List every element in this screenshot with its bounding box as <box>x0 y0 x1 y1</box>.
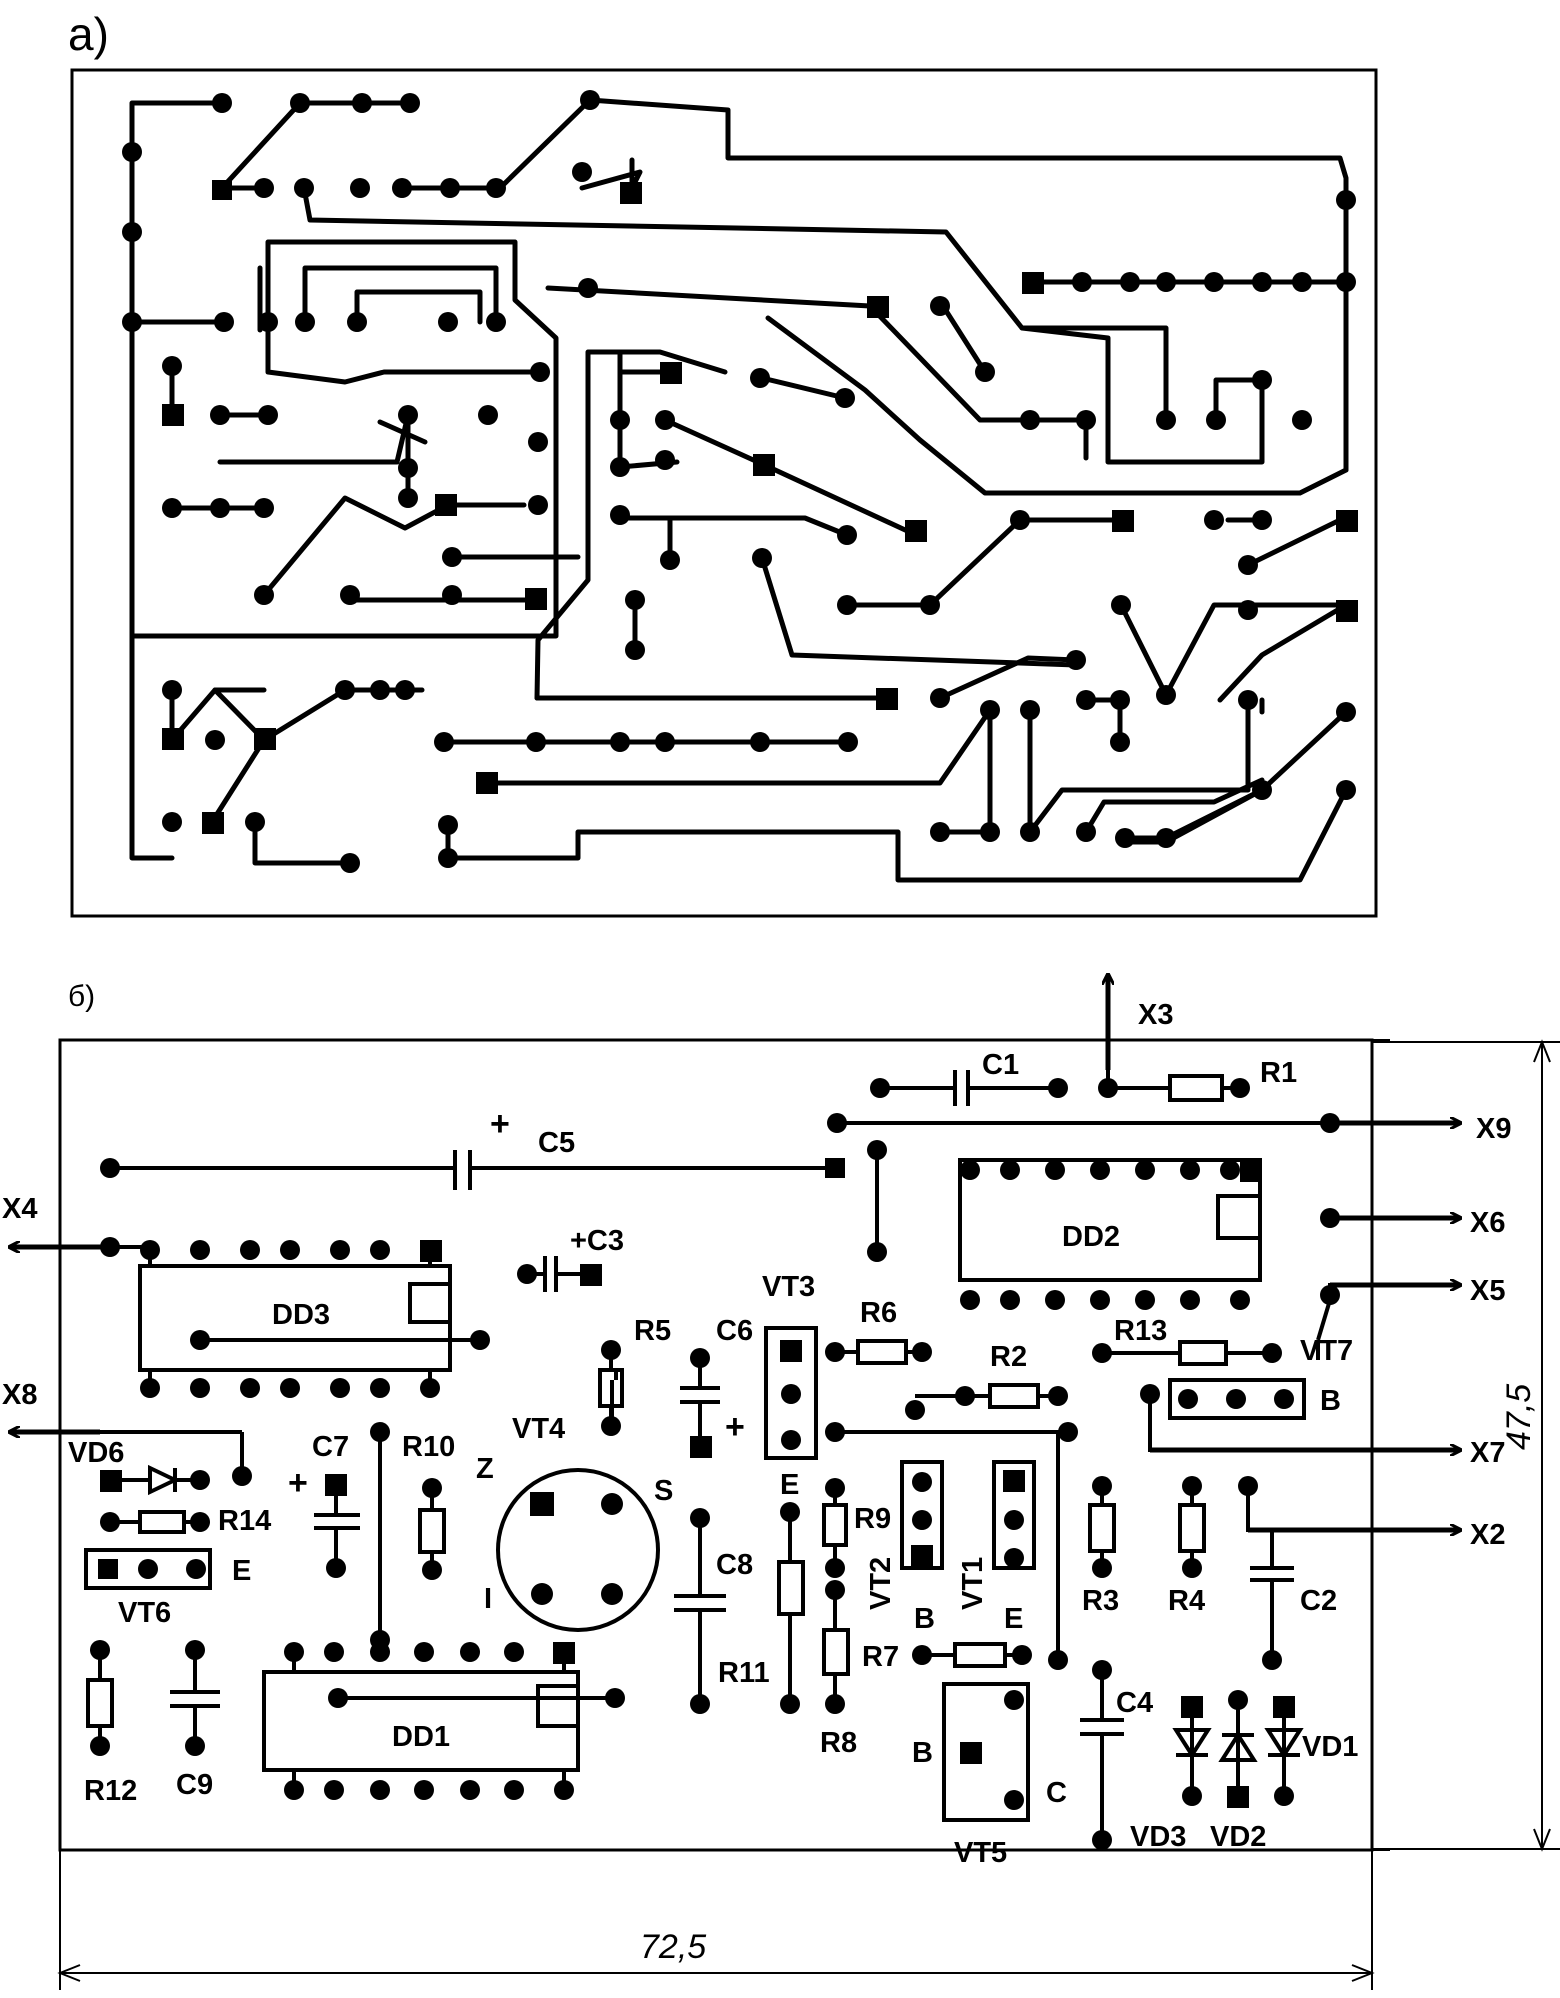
label-c9: C9 <box>176 1769 213 1801</box>
label-r4: R4 <box>1168 1585 1205 1617</box>
label-r9: R9 <box>854 1503 891 1535</box>
label-vd3: VD3 <box>1130 1821 1186 1853</box>
connector-x7: X7 <box>1470 1437 1505 1469</box>
panel-a-label: а) <box>68 8 109 60</box>
label-c4: C4 <box>1116 1687 1153 1719</box>
label-c7: C7 <box>312 1431 349 1463</box>
label-r6: R6 <box>860 1297 897 1329</box>
label-r11: R11 <box>718 1657 770 1689</box>
label-vt5-b: B <box>912 1737 933 1769</box>
board-outline-b <box>58 1038 1374 1852</box>
label-r8: R8 <box>820 1727 857 1759</box>
label-r7: R7 <box>862 1641 899 1673</box>
label-dd1: DD1 <box>392 1721 450 1753</box>
label-r3: R3 <box>1082 1585 1119 1617</box>
label-r2: R2 <box>990 1341 1027 1373</box>
label-vt5-c: C <box>1046 1777 1067 1809</box>
connector-arrows <box>10 975 1460 1530</box>
label-c7-plus: + <box>288 1464 308 1502</box>
label-vt4-s: S <box>654 1475 673 1507</box>
connector-x3: X3 <box>1138 999 1173 1031</box>
label-vt7-b: B <box>1320 1385 1341 1417</box>
connector-x5: X5 <box>1470 1275 1505 1307</box>
connector-x8: X8 <box>2 1379 37 1411</box>
label-r5: R5 <box>634 1315 671 1347</box>
dimension-height: 47,5 <box>1500 1384 1538 1450</box>
label-c6-plus: + <box>725 1408 745 1446</box>
label-vt1-e: E <box>1004 1603 1023 1635</box>
label-c5-plus: + <box>490 1105 510 1143</box>
component-pads <box>90 1078 1340 1850</box>
dimension-lines <box>57 1039 1560 1990</box>
label-vt2-b: B <box>914 1603 935 1635</box>
label-vt7: VT7 <box>1300 1335 1353 1367</box>
label-dd3: DD3 <box>272 1299 330 1331</box>
label-c6: C6 <box>716 1315 753 1347</box>
label-vt1: VT1 <box>957 1557 989 1610</box>
board-outline-a <box>70 68 1378 918</box>
label-c3: +C3 <box>570 1225 624 1257</box>
label-vt6: VT6 <box>118 1597 171 1629</box>
connector-x4: X4 <box>2 1193 37 1225</box>
label-vd1: VD1 <box>1302 1731 1358 1763</box>
label-r1: R1 <box>1260 1057 1297 1089</box>
connector-x2: X2 <box>1470 1519 1505 1551</box>
label-c1: C1 <box>982 1049 1019 1081</box>
panel-b-label: б) <box>68 980 95 1013</box>
label-vt6-e: E <box>232 1555 251 1587</box>
label-vt5: VT5 <box>954 1837 1007 1869</box>
label-vd2: VD2 <box>1210 1821 1266 1853</box>
label-r14: R14 <box>218 1505 271 1537</box>
label-r13: R13 <box>1114 1315 1167 1347</box>
component-labels: C1 R1 + C5 DD2 +C3 DD3 VT3 R6 R5 C6 R2 R… <box>68 1049 1358 1869</box>
label-c8: C8 <box>716 1549 753 1581</box>
label-c5: C5 <box>538 1127 575 1159</box>
label-c2: C2 <box>1300 1585 1337 1617</box>
diode-symbols <box>1172 1728 1304 1762</box>
label-vt4-i: I <box>484 1583 492 1615</box>
label-vd6: VD6 <box>68 1437 124 1469</box>
label-r12: R12 <box>84 1775 137 1807</box>
label-vt4-z: Z <box>476 1453 494 1485</box>
connector-labels: X3 X9 X6 X5 X7 X2 X4 X8 <box>2 999 1511 1551</box>
connector-x6: X6 <box>1470 1207 1505 1239</box>
connector-x9: X9 <box>1476 1113 1511 1145</box>
label-vt2: VT2 <box>865 1557 897 1610</box>
copper-traces <box>129 97 1349 883</box>
label-vt4: VT4 <box>512 1413 565 1445</box>
label-dd2: DD2 <box>1062 1221 1120 1253</box>
label-vt3-e: E <box>780 1469 799 1501</box>
copper-pads <box>122 90 1358 873</box>
label-vt3: VT3 <box>762 1271 815 1303</box>
label-r10: R10 <box>402 1431 455 1463</box>
dimension-width: 72,5 <box>640 1928 706 1966</box>
